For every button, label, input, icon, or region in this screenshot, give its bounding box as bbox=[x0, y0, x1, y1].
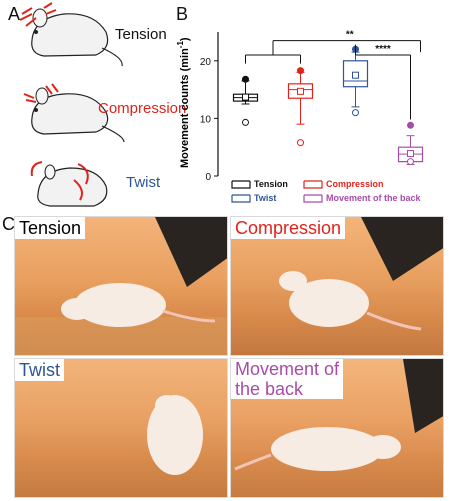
rat-tension-illustration bbox=[19, 2, 123, 67]
min-point bbox=[297, 139, 304, 147]
y-tick-label: 0 bbox=[205, 172, 211, 183]
mean-marker bbox=[297, 87, 304, 95]
photo-label-line-1: Movement of bbox=[235, 359, 340, 379]
max-point bbox=[297, 67, 304, 75]
photo-label-twist: Twist bbox=[15, 359, 65, 381]
mean-marker bbox=[242, 93, 249, 101]
y-axis-label: Movement counts (min-1) bbox=[176, 37, 191, 168]
rat-label-compression: Compression bbox=[98, 100, 187, 117]
y-tick-label: 20 bbox=[200, 57, 212, 68]
rat-photo-compression bbox=[279, 217, 443, 331]
rat-photo-tension bbox=[15, 217, 227, 355]
mean-marker bbox=[352, 71, 359, 79]
legend-label: Twist bbox=[254, 193, 276, 203]
legend-swatch bbox=[303, 194, 323, 203]
legend-swatch bbox=[231, 180, 251, 189]
photo-label-tension: Tension bbox=[15, 217, 86, 239]
y-tick-label: 10 bbox=[200, 114, 212, 125]
photo-label-movement-of-the-back: Movement of the back bbox=[231, 359, 344, 399]
panel-letter-a: A bbox=[8, 4, 21, 24]
max-point bbox=[242, 75, 249, 83]
photo-movement-of-the-back: Movement of the back bbox=[230, 358, 444, 498]
rat-label-twist: Twist bbox=[126, 174, 161, 191]
photo-tension: Tension bbox=[14, 216, 228, 356]
rat-compression-illustration bbox=[23, 83, 125, 143]
photo-twist: Twist bbox=[14, 358, 228, 498]
max-point bbox=[407, 121, 414, 129]
significance-label: **** bbox=[375, 44, 391, 55]
rat-twist-illustration bbox=[30, 161, 108, 207]
legend-swatch bbox=[231, 194, 251, 203]
legend-label: Movement of the back bbox=[326, 193, 422, 203]
min-point bbox=[242, 118, 249, 126]
significance-label: ** bbox=[346, 30, 354, 41]
legend-label: Compression bbox=[326, 179, 384, 189]
min-point bbox=[407, 158, 414, 166]
rat-label-tension: Tension bbox=[115, 26, 167, 43]
mean-marker bbox=[407, 150, 414, 158]
legend-label: Tension bbox=[254, 179, 288, 189]
panel-letter-b: B bbox=[176, 4, 189, 24]
photo-label-compression: Compression bbox=[231, 217, 346, 239]
legend-swatch bbox=[303, 180, 323, 189]
photo-compression: Compression bbox=[230, 216, 444, 356]
panel-letter-c: C bbox=[2, 214, 15, 234]
photo-label-line-2: the back bbox=[235, 379, 304, 399]
rat-photo-twist bbox=[147, 395, 203, 475]
min-point bbox=[352, 109, 359, 117]
rat-photo-movement-of-the-back bbox=[234, 359, 443, 471]
